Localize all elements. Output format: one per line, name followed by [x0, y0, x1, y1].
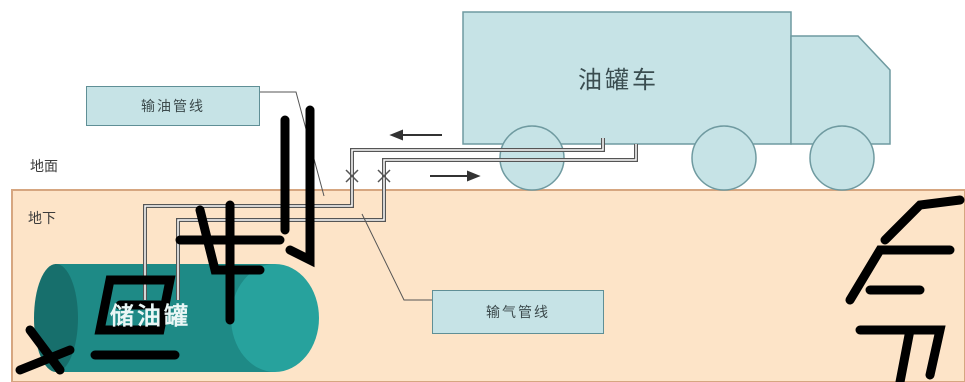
arrow-left — [389, 129, 442, 141]
oil-pipeline-label: 输油管线 — [86, 86, 260, 126]
truck-wheel-2 — [691, 125, 757, 191]
storage-tank-label: 储油罐 — [110, 302, 191, 330]
arrow-right — [430, 170, 481, 182]
tanker-trailer — [462, 11, 792, 145]
oil-pipeline-leader — [258, 91, 325, 197]
watermark-right — [845, 195, 965, 382]
underground-label: 地下 — [28, 211, 56, 227]
vapor-valve — [377, 169, 391, 183]
tanker-cab — [790, 35, 891, 145]
tanker-truck-label: 油罐车 — [578, 66, 659, 94]
vapor-pipeline-leader — [361, 213, 432, 301]
watermark-left — [15, 105, 315, 375]
truck-wheel-3 — [809, 125, 875, 191]
oil-valve — [345, 169, 359, 183]
ground-label: 地面 — [30, 159, 58, 175]
storage-tank-right-cap — [231, 264, 319, 372]
vapor-pipeline-label: 输气管线 — [432, 290, 604, 334]
